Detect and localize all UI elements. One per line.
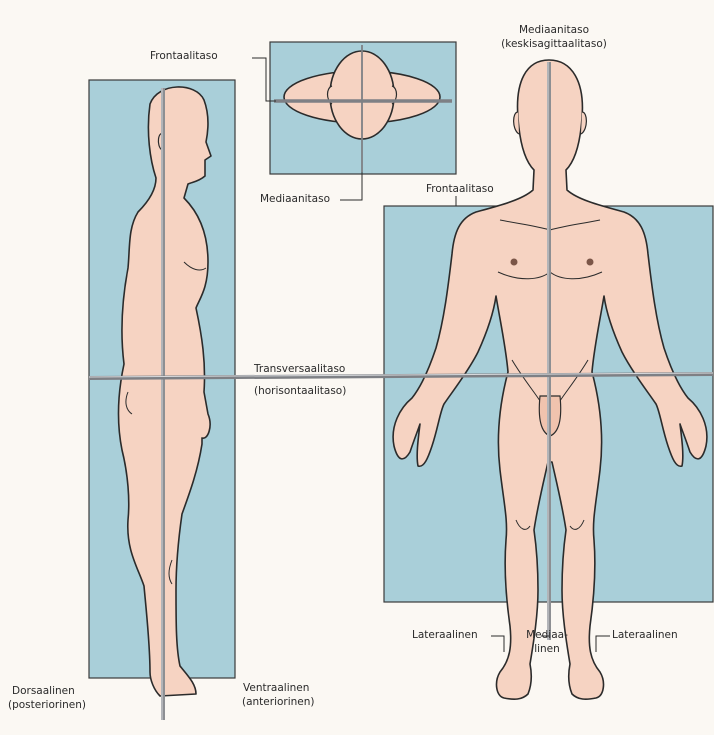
label-ventral-sub: (anteriorinen) (242, 696, 315, 709)
side-view-figure (89, 80, 235, 720)
label-median-small: Mediaanitaso (260, 193, 330, 206)
label-medial-2: linen (522, 643, 572, 656)
leader-lateral-left (491, 636, 504, 652)
label-dorsal: Dorsaalinen (12, 685, 75, 698)
label-lateral-right: Lateraalinen (612, 629, 678, 642)
label-dorsal-sub: (posteriorinen) (8, 699, 86, 712)
label-frontal-right: Frontaalitaso (426, 183, 494, 196)
leader-median-small (340, 172, 362, 200)
label-transverse-sub: (horisontaalitaso) (254, 385, 346, 398)
label-ventral: Ventraalinen (243, 682, 309, 695)
label-medial-1: Mediaa- (522, 629, 572, 642)
leader-lateral-right (596, 636, 610, 652)
label-median-top: Mediaanitaso (510, 24, 598, 37)
label-frontal-top: Frontaalitaso (150, 50, 218, 63)
front-nipple-right (587, 259, 594, 266)
label-median-top-sub: (keskisagittaalitaso) (495, 38, 613, 51)
label-lateral-left: Lateraalinen (412, 629, 478, 642)
label-transverse: Transversaalitaso (254, 363, 345, 376)
top-view-head (270, 42, 456, 174)
front-nipple-left (511, 259, 518, 266)
